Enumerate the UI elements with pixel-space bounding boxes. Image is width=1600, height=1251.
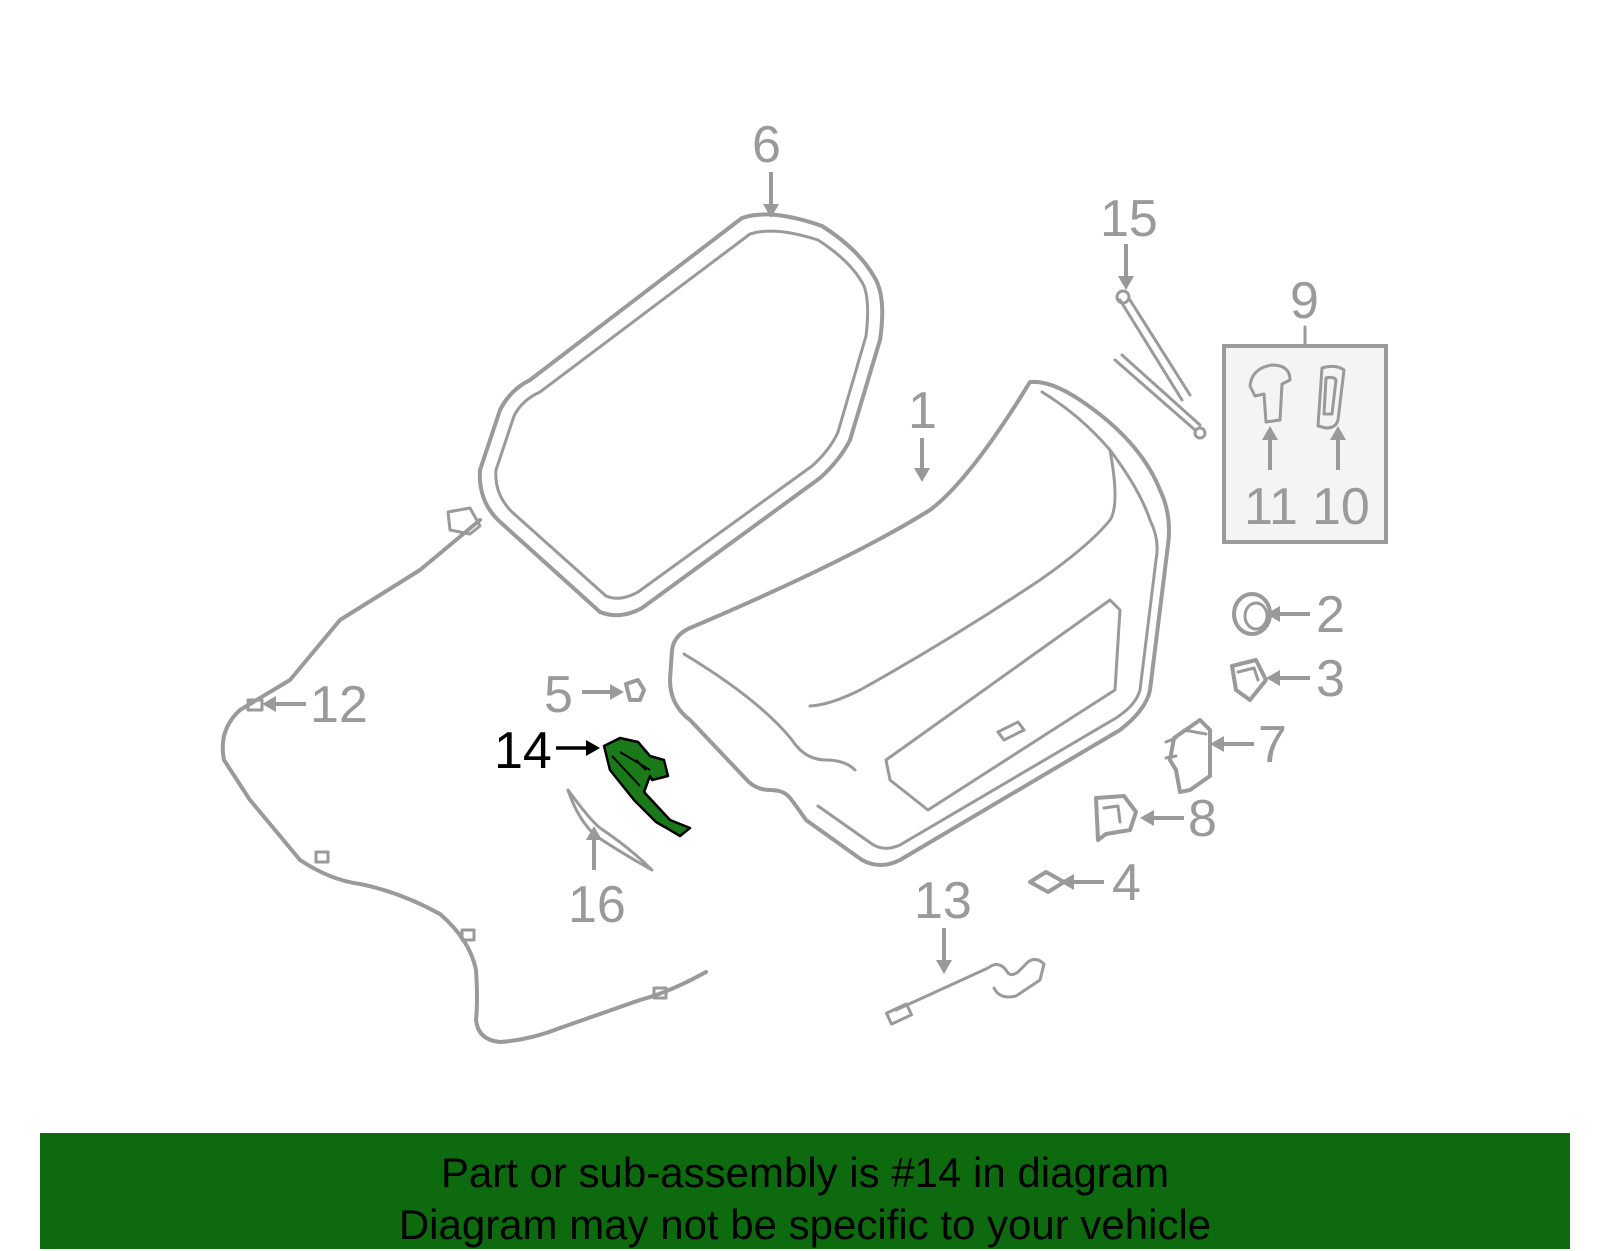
part-16-trim <box>566 788 654 872</box>
callout-13: 13 <box>914 872 972 930</box>
part-7-latch <box>1164 718 1212 794</box>
callout-4: 4 <box>1112 854 1141 912</box>
part-8-bracket <box>1094 794 1138 842</box>
callout-5: 5 <box>544 666 573 724</box>
callout-3: 3 <box>1316 650 1345 708</box>
callout-labels: 6 15 9 1 11 10 2 3 5 12 7 14 8 4 16 13 <box>310 116 1370 934</box>
part-9-kit-box <box>1222 325 1388 544</box>
callout-12: 12 <box>310 676 368 734</box>
info-banner: Part or sub-assembly is #14 in diagram D… <box>40 1133 1570 1249</box>
callout-14: 14 <box>494 722 552 780</box>
part-5-bumper <box>624 678 646 702</box>
callout-6: 6 <box>752 116 781 174</box>
callout-8: 8 <box>1188 790 1217 848</box>
callout-1: 1 <box>908 382 937 440</box>
callout-11: 11 <box>1244 478 1298 536</box>
part-6-weatherstrip <box>477 212 885 618</box>
banner-line-part: Part or sub-assembly is #14 in diagram <box>440 1149 1170 1196</box>
callout-16: 16 <box>568 876 626 934</box>
part-14-hinge-highlighted <box>602 736 692 838</box>
callout-7: 7 <box>1258 716 1287 774</box>
part-12-release-cable <box>220 506 708 1044</box>
part-13-harness <box>884 957 1046 1026</box>
part-1-trunk-lid <box>668 379 1171 867</box>
callout-9: 9 <box>1290 272 1319 330</box>
banner-line-disclaimer: Diagram may not be specific to your vehi… <box>398 1201 1212 1248</box>
part-15-gas-strut <box>1113 289 1207 440</box>
callout-15: 15 <box>1100 190 1158 248</box>
part-4-pad <box>1028 870 1066 894</box>
callout-2: 2 <box>1316 586 1345 644</box>
part-3-clip <box>1230 658 1268 702</box>
part-2-grommet <box>1232 592 1272 636</box>
callout-10: 10 <box>1312 478 1370 536</box>
leader-arrows <box>262 172 1346 974</box>
